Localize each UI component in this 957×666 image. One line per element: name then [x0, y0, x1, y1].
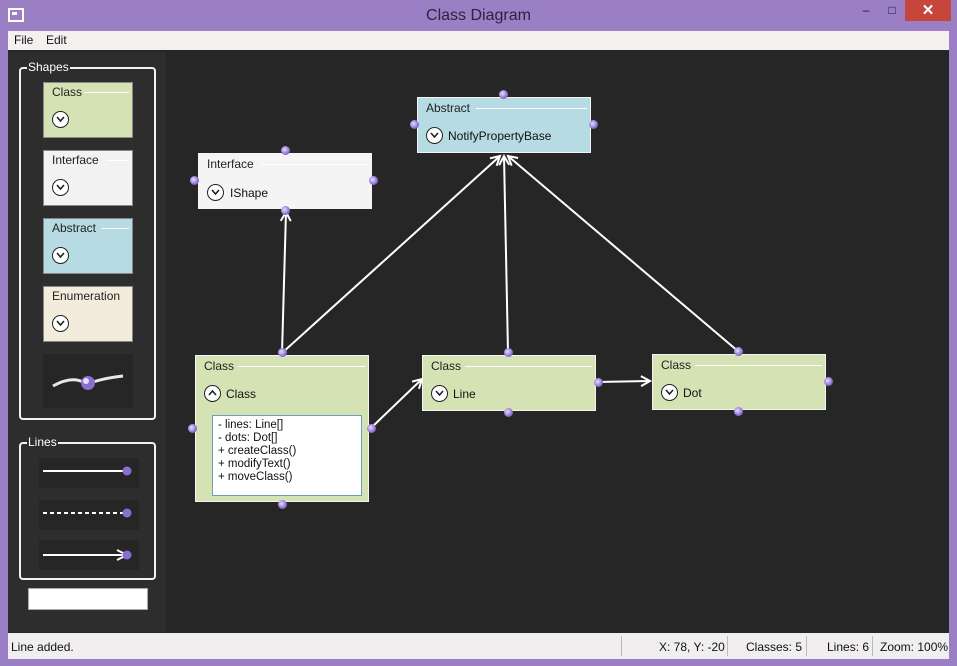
chevron-down-icon[interactable]: [426, 127, 443, 144]
close-button[interactable]: ✕: [905, 0, 951, 21]
title-bar: Class Diagram ‒ □ ✕: [0, 0, 957, 31]
line-tool-solid[interactable]: [39, 458, 139, 488]
anchor-point[interactable]: [278, 500, 287, 509]
solid-line-icon: [43, 466, 132, 476]
name-input[interactable]: [28, 588, 148, 610]
status-zoom: Zoom: 100%: [880, 640, 949, 654]
chevron-down-icon: [52, 111, 69, 128]
menu-bar: File Edit: [8, 31, 949, 50]
connector-class-line[interactable]: [370, 379, 422, 429]
dashed-line-icon: [43, 508, 132, 518]
anchor-point[interactable]: [281, 206, 290, 215]
node-kind-label: Class: [431, 359, 462, 373]
member-item: + modifyText(): [218, 458, 291, 470]
connector-dot-abstract[interactable]: [508, 156, 740, 353]
node-kind-label: Class: [204, 359, 235, 373]
chevron-down-icon: [52, 179, 69, 196]
shape-tile-label: Enumeration: [52, 289, 121, 303]
window-title: Class Diagram: [426, 7, 531, 24]
connector-class-ishape[interactable]: [282, 212, 286, 354]
shape-tile-interface[interactable]: Interface: [43, 150, 133, 206]
node-abstract-notifypropertybase[interactable]: Abstract NotifyPropertyBase: [417, 97, 591, 153]
anchor-point[interactable]: [281, 146, 290, 155]
node-class-class[interactable]: Class Class - lines: Line[] - dots: Dot[…: [195, 355, 369, 502]
anchor-point[interactable]: [824, 377, 833, 386]
chevron-down-icon[interactable]: [661, 384, 678, 401]
status-coordinates: X: 78, Y: -20: [659, 640, 725, 654]
connector-line-dot[interactable]: [596, 381, 650, 382]
status-line-count: Lines: 6: [827, 640, 870, 654]
anchor-point[interactable]: [589, 120, 598, 129]
connector-line-abstract[interactable]: [504, 156, 508, 353]
members-list[interactable]: - lines: Line[] - dots: Dot[] + createCl…: [212, 415, 362, 496]
anchor-point[interactable]: [734, 407, 743, 416]
menu-file[interactable]: File: [14, 33, 34, 47]
line-tool-dashed[interactable]: [39, 500, 139, 530]
node-kind-label: Class: [661, 358, 692, 372]
anchor-point[interactable]: [504, 408, 513, 417]
shape-tile-label: Class: [52, 85, 83, 99]
anchor-point[interactable]: [734, 347, 743, 356]
node-class-line[interactable]: Class Line: [422, 355, 596, 411]
node-name: IShape: [230, 186, 269, 200]
anchor-point[interactable]: [190, 176, 199, 185]
lines-group-label: Lines: [27, 435, 58, 449]
member-item: + moveClass(): [218, 471, 293, 483]
node-class-dot[interactable]: Class Dot: [652, 354, 826, 410]
status-class-count: Classes: 5: [746, 640, 803, 654]
member-item: - lines: Line[]: [218, 419, 284, 431]
node-name: NotifyPropertyBase: [448, 129, 552, 143]
chevron-down-icon: [52, 247, 69, 264]
anchor-point[interactable]: [499, 90, 508, 99]
anchor-point[interactable]: [504, 348, 513, 357]
line-tool-arrow[interactable]: [39, 540, 139, 570]
status-bar: Line added. X: 78, Y: -20 Classes: 5 Lin…: [8, 633, 949, 659]
anchor-point[interactable]: [369, 176, 378, 185]
anchor-point[interactable]: [188, 424, 197, 433]
arrow-line-icon: [43, 549, 132, 561]
node-kind-label: Abstract: [426, 101, 471, 115]
chevron-down-icon[interactable]: [207, 184, 224, 201]
node-name: Line: [453, 387, 476, 401]
member-item: - dots: Dot[]: [218, 432, 278, 444]
anchor-point[interactable]: [594, 378, 603, 387]
shapes-group: Shapes Class Interface Abstract: [19, 60, 156, 420]
maximize-button[interactable]: □: [888, 3, 896, 17]
shape-tile-dot[interactable]: [43, 354, 133, 408]
shape-tile-class[interactable]: Class: [43, 82, 133, 138]
connector-class-abstract[interactable]: [281, 156, 500, 354]
node-interface-ishape[interactable]: Interface IShape: [198, 153, 372, 209]
chevron-down-icon[interactable]: [431, 385, 448, 402]
anchor-point[interactable]: [410, 120, 419, 129]
chevron-down-icon: [52, 315, 69, 332]
shape-tile-abstract[interactable]: Abstract: [43, 218, 133, 274]
toolbox-panel: Shapes Class Interface Abstract: [8, 52, 166, 632]
anchor-point[interactable]: [278, 348, 287, 357]
chevron-up-icon[interactable]: [204, 385, 221, 402]
shape-tile-label: Interface: [52, 153, 99, 167]
node-kind-label: Interface: [207, 157, 254, 171]
shapes-group-label: Shapes: [27, 60, 70, 74]
lines-group: Lines: [19, 435, 156, 580]
app-icon: [8, 8, 24, 22]
dot-shape-icon: [52, 374, 124, 390]
anchor-point[interactable]: [367, 424, 376, 433]
status-message: Line added.: [11, 640, 74, 654]
shape-tile-label: Abstract: [52, 221, 97, 235]
node-name: Dot: [683, 386, 702, 400]
menu-edit[interactable]: Edit: [46, 33, 67, 47]
shape-tile-enumeration[interactable]: Enumeration: [43, 286, 133, 342]
member-item: + createClass(): [218, 445, 297, 457]
minimize-button[interactable]: ‒: [862, 3, 870, 17]
node-name: Class: [226, 387, 257, 401]
